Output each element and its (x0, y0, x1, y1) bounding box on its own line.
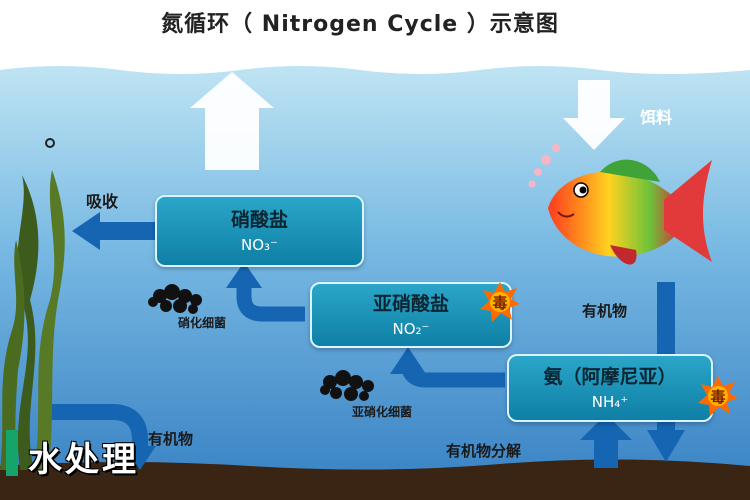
decomposition-arrow-shaft (594, 438, 618, 468)
toxin-burst-icon (698, 376, 738, 416)
organic-left-arrow (45, 404, 148, 448)
nitrite-name: 亚硝酸盐 (372, 293, 449, 315)
nitrifying-bacteria-cluster (148, 284, 202, 314)
diagram-title: 氮循环（ Nitrogen Cycle ）示意图 (161, 12, 559, 37)
absorb-arrow (72, 212, 155, 250)
ammonia-toxin-badge: 毒 (698, 376, 738, 416)
toxin-label: 毒 (492, 294, 508, 312)
nitrite-box: 亚硝酸盐 NO₂⁻ (310, 282, 512, 348)
decomposition-label: 有机物分解 (446, 442, 522, 460)
nitrosifying-bacteria-cluster (320, 370, 374, 401)
nitrite-to-nitrate-arrow (236, 285, 305, 322)
nitrate-name: 硝酸盐 (230, 209, 288, 231)
nitrate-box: 硝酸盐 NO₃⁻ (155, 195, 364, 267)
toxin-label: 毒 (710, 388, 726, 406)
sediment (0, 459, 750, 500)
absorb-label: 吸收 (86, 192, 119, 211)
ammonia-name: 氨（阿摩尼亚） (543, 366, 677, 388)
ammonia-formula: NH₄⁺ (591, 393, 629, 411)
fish (528, 144, 712, 265)
organic-matter-right-label: 有机物 (582, 302, 628, 320)
nitrifying-bacteria-label: 硝化细菌 (178, 316, 227, 330)
toxin-burst-icon (480, 282, 520, 322)
feed-label: 饵料 (640, 108, 673, 127)
nitrate-formula: NO₃⁻ (241, 236, 278, 254)
organic-matter-left-label: 有机物 (148, 430, 194, 448)
ammonia-box: 氨（阿摩尼亚） NH₄⁺ (507, 354, 713, 422)
watermark: 水处理 (28, 440, 139, 480)
release-arrow (190, 72, 274, 170)
watermark-bar (6, 430, 18, 476)
feed-arrow (563, 80, 625, 150)
nitrite-formula: NO₂⁻ (392, 320, 430, 338)
nitrite-toxin-badge: 毒 (480, 282, 520, 322)
nitrosifying-bacteria-label: 亚硝化细菌 (352, 405, 413, 419)
seaweed (0, 138, 65, 470)
